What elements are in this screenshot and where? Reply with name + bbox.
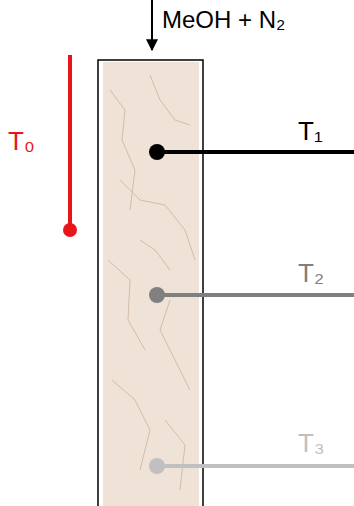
powder-cracks (108, 75, 195, 490)
thermocouple-label: T₀ (8, 128, 35, 154)
powder-bed (103, 62, 199, 506)
thermocouple-t1 (157, 150, 354, 154)
feed-label: MeOH + N₂ (162, 8, 285, 32)
thermocouple-tip (63, 223, 77, 237)
thermocouple-t3 (157, 464, 354, 468)
thermocouple-tip (149, 144, 165, 160)
thermocouple-label: T₁ (298, 118, 323, 144)
thermocouple-tip (149, 458, 165, 474)
reactor-tube (98, 60, 203, 506)
feed-arrow (151, 0, 153, 50)
thermocouple-label: T₃ (298, 430, 324, 456)
thermocouple-t2 (157, 293, 354, 297)
thermocouple-label: T₂ (298, 260, 324, 286)
thermocouple-tip (149, 287, 165, 303)
thermocouple-t0 (68, 55, 72, 228)
